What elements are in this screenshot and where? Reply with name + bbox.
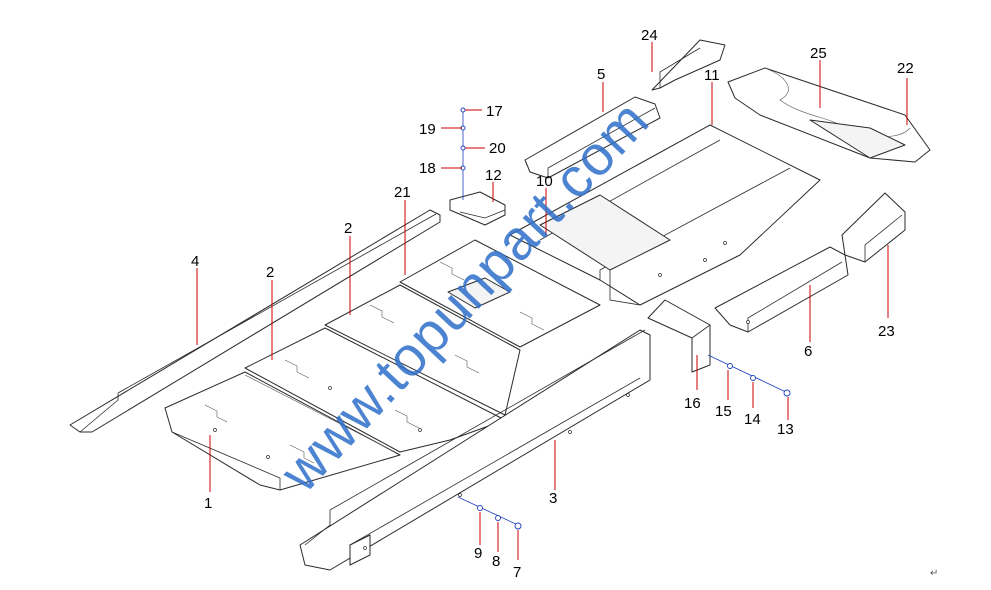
callout-18: 18 [419,160,436,177]
part-5-upper-rail [524,96,661,179]
part-4-left-rail [69,209,441,433]
fastener-stack-13-15 [707,354,791,397]
callout-3: 3 [549,490,557,507]
part-11-rear-tunnel [509,124,821,306]
callout-25: 25 [810,45,827,62]
callout-9: 9 [474,545,482,562]
callout-10: 10 [536,173,553,190]
part-12-bracket [449,191,506,226]
callout-6: 6 [804,343,812,360]
fastener-stack-7-9 [457,496,522,530]
callout-14: 14 [744,411,761,428]
paragraph-mark: ↵ [930,568,938,579]
part-1-front-floor-panel [164,371,401,491]
callout-23: 23 [878,323,895,340]
part-16-mount-bracket [647,299,711,373]
callout-11: 11 [704,67,720,84]
callout-19: 19 [419,121,436,138]
callout-12: 12 [485,167,502,184]
callout-13: 13 [777,421,794,438]
callout-22: 22 [897,60,914,77]
callout-5: 5 [597,66,605,83]
part-6-right-rail [714,246,849,333]
callout-8: 8 [492,553,500,570]
callout-leaders [196,42,908,560]
callout-24: 24 [641,27,658,44]
part-23-side-bracket [841,192,906,263]
callout-2-right: 2 [344,220,352,237]
callout-15: 15 [715,403,732,420]
callout-21: 21 [394,184,411,201]
callout-16: 16 [684,395,701,412]
callout-2-left: 2 [266,264,274,281]
callout-7: 7 [513,564,521,581]
part-2-rear-floor-panel [324,284,521,416]
part-22-rear-cover [727,67,931,163]
callout-17: 17 [486,103,503,120]
fastener-stack-17-20 [460,107,466,200]
callout-20: 20 [489,140,506,157]
part-2-middle-floor-panel [244,327,506,453]
part-21-seat-floor-panel [399,239,601,348]
callout-4: 4 [191,253,199,270]
callout-1: 1 [204,495,212,512]
callout-labels: 1 2 2 3 4 5 6 7 8 9 10 11 12 13 14 15 16… [191,27,914,581]
part-3-front-rail [299,329,651,571]
part-24-corner-bracket [651,39,726,91]
